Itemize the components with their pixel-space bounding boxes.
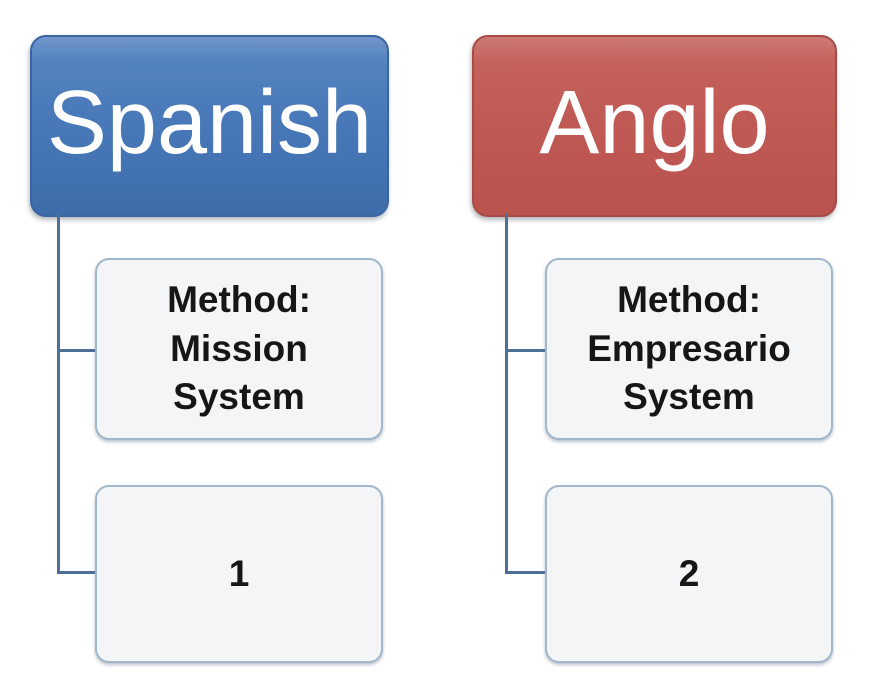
spanish-number-box: 1: [95, 485, 383, 663]
spanish-method-label: Method: Mission System: [167, 278, 311, 418]
spanish-header-box: Spanish: [30, 35, 389, 217]
anglo-method-label: Method: Empresario System: [587, 278, 791, 418]
anglo-number-label: 2: [678, 552, 700, 594]
spanish-connector-stub-number: [57, 571, 97, 574]
spanish-number-label: 1: [228, 552, 250, 594]
anglo-connector-vertical: [505, 213, 508, 574]
anglo-header-box: Anglo: [472, 35, 837, 217]
spanish-method-box: Method: Mission System: [95, 258, 383, 440]
spanish-connector-stub-method: [57, 349, 97, 352]
anglo-method-box: Method: Empresario System: [545, 258, 833, 440]
anglo-connector-stub-number: [505, 571, 547, 574]
anglo-connector-stub-method: [505, 349, 547, 352]
anglo-header-label: Anglo: [539, 73, 770, 173]
anglo-number-box: 2: [545, 485, 833, 663]
spanish-connector-vertical: [57, 213, 60, 574]
spanish-header-label: Spanish: [46, 73, 373, 173]
